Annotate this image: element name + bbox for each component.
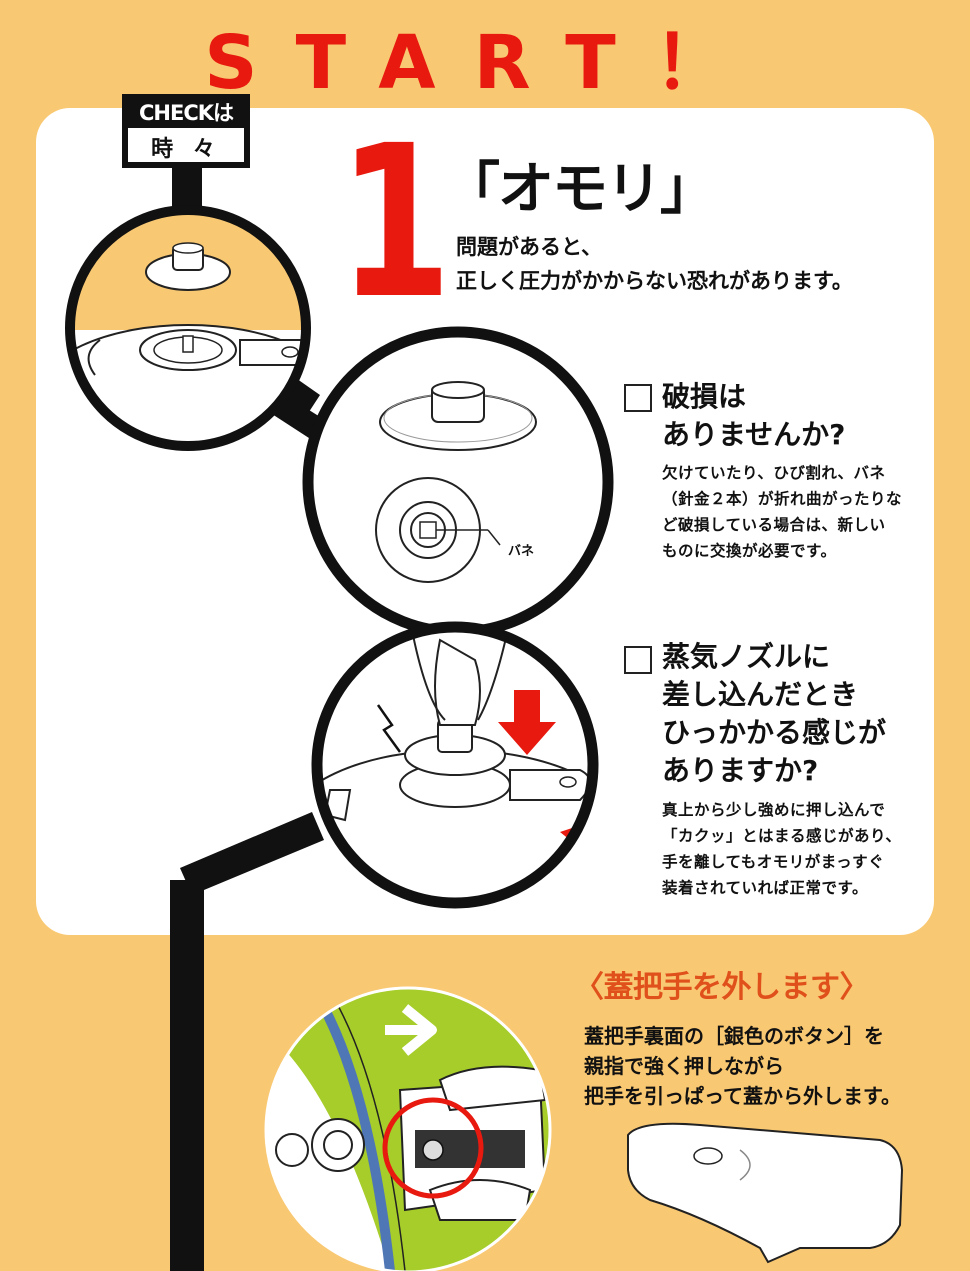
step-intro-line: 正しく圧力がかからない恐れがあります。 (456, 269, 853, 293)
step-title: 「オモリ」 (444, 157, 716, 222)
body-line: 欠けていたり、ひび割れ、バネ (662, 464, 886, 482)
body-line: ど破損している場合は、新しい (662, 516, 886, 534)
path-lines (170, 150, 325, 1271)
body-line: 手を離してもオモリがまっすぐ (662, 853, 885, 871)
damage-check-heading: 破損は ありませんか? (662, 378, 845, 454)
nozzle-check-body: 真上から少し強めに押し込んで 「カクッ」とはまる感じがあり、 手を離してもオモリ… (662, 797, 901, 901)
spring-label: バネ (508, 544, 535, 559)
heading-line: ひっかかる感じが (662, 716, 887, 749)
body-line: 親指で強く押しながら (584, 1054, 784, 1078)
check-frequency-badge (122, 94, 250, 168)
damage-check-illustration (302, 326, 614, 638)
remove-handle-title: 〈蓋把手を外します〉 (574, 970, 870, 1005)
detached-handle-illustration (627, 1122, 904, 1264)
body-line: 装着されていれば正常です。 (662, 879, 868, 897)
body-line: 把手を引っぱって蓋から外します。 (584, 1084, 901, 1108)
remove-handle-body: 蓋把手裏面の［銀色のボタン］を 親指で強く押しながら 把手を引っぱって蓋から外し… (584, 1021, 901, 1111)
damage-checkbox[interactable] (624, 384, 652, 412)
body-line: ものに交換が必要です。 (662, 542, 837, 560)
body-line: （針金２本）が折れ曲がったりな (662, 490, 903, 508)
step-number: 1 (338, 100, 452, 345)
body-line: 「カクッ」とはまる感じがあり、 (662, 827, 902, 845)
heading-line: 破損は (662, 380, 747, 413)
start-title: START！ (204, 20, 766, 106)
body-line: 蓋把手裏面の［銀色のボタン］を (584, 1024, 884, 1048)
damage-check-body: 欠けていたり、ひび割れ、バネ （針金２本）が折れ曲がったりな ど破損している場合… (662, 460, 902, 564)
heading-line: 蒸気ノズルに (662, 640, 831, 673)
heading-line: ありますか? (662, 754, 819, 787)
nozzle-check-heading: 蒸気ノズルに 差し込んだとき ひっかかる感じが ありますか? (662, 638, 886, 790)
nozzle-check-illustration (311, 621, 599, 909)
heading-line: ありませんか? (662, 418, 846, 451)
body-line: 真上から少し強めに押し込んで (662, 801, 886, 819)
step-intro-line: 問題があると、 (456, 235, 603, 259)
nozzle-checkbox[interactable] (624, 646, 652, 674)
check-badge-frequency: 時 々 (151, 137, 221, 162)
handle-removal-illustration (264, 986, 552, 1271)
check-badge-label: CHECKは (138, 101, 234, 125)
heading-line: 差し込んだとき (662, 678, 859, 711)
step-intro: 問題があると、 正しく圧力がかからない恐れがあります。 (456, 230, 853, 298)
